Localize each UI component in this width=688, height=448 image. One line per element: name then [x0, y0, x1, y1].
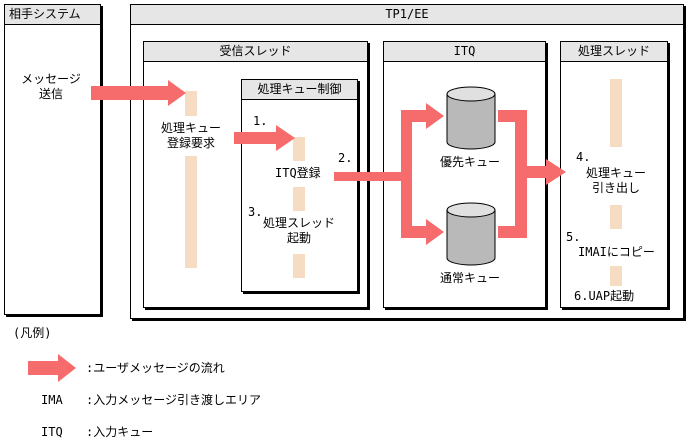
legend-arrow-desc: :ユーザメッセージの流れ [86, 361, 225, 375]
normal-queue-cylinder-icon [446, 202, 496, 266]
ima-area-proc-1 [610, 79, 622, 147]
process-thread-title: 処理スレッド [561, 42, 667, 62]
tp1ee-title: TP1/EE [131, 5, 683, 25]
ima-area-proc-3 [610, 266, 622, 286]
step-4-label: 4. [576, 150, 591, 164]
ima-area-ctrl-2 [293, 187, 305, 211]
itq-register-label: ITQ登録 [275, 166, 321, 180]
flow-arrow-merge-trunk [515, 110, 527, 238]
flow-arrow-request [234, 125, 295, 151]
step-5-label: 5. [566, 230, 581, 244]
legend-itq-desc: :入力キュー [86, 425, 154, 439]
flow-arrow-itq-register [334, 172, 412, 181]
legend-ima-desc: :入力メッセージ引き渡しエリア [86, 393, 261, 407]
partner-system-box: 相手システム [4, 4, 101, 315]
queue-control-title: 処理キュー制御 [242, 80, 357, 100]
legend-arrow-icon [28, 354, 76, 382]
copy-to-imai-label: IMAIにコピー [578, 245, 655, 259]
legend-ima-key: IMA [41, 393, 63, 407]
message-send-label: メッセージ 送信 [21, 72, 81, 101]
flow-arrow-to-process [527, 159, 566, 185]
ima-area-ctrl-1 [293, 137, 305, 161]
normal-queue-label: 通常キュー [439, 271, 500, 285]
queue-takeout-label: 処理キュー 引き出し [585, 166, 646, 195]
priority-queue-cylinder-icon [446, 86, 496, 150]
flow-arrow-to-normal [401, 219, 444, 245]
ima-area-receive-top [185, 91, 197, 116]
receive-thread-title: 受信スレッド [144, 42, 367, 62]
queue-control-box: 処理キュー制御 [241, 79, 358, 292]
ima-area-proc-2 [610, 205, 622, 229]
queue-register-request-label: 処理キュー 登録要求 [160, 121, 221, 150]
step-3-label: 3. [248, 205, 263, 219]
itq-title: ITQ [384, 42, 545, 62]
ima-area-ctrl-3 [293, 254, 305, 278]
flow-arrow-split-trunk [401, 110, 412, 238]
start-process-thread-label: 処理スレッド 起動 [262, 216, 335, 245]
priority-queue-label: 優先キュー [439, 155, 500, 169]
legend-title: (凡例) [13, 326, 52, 340]
step-1-label: 1. [253, 114, 268, 128]
step-6-uap-start-label: 6.UAP起動 [574, 289, 635, 303]
flow-arrow-to-priority [401, 103, 444, 129]
ima-area-receive-bottom [185, 156, 197, 268]
legend-itq-key: ITQ [41, 425, 63, 439]
partner-system-title: 相手システム [5, 5, 100, 25]
flow-arrow-send [91, 80, 186, 106]
step-2-label: 2. [338, 151, 353, 165]
